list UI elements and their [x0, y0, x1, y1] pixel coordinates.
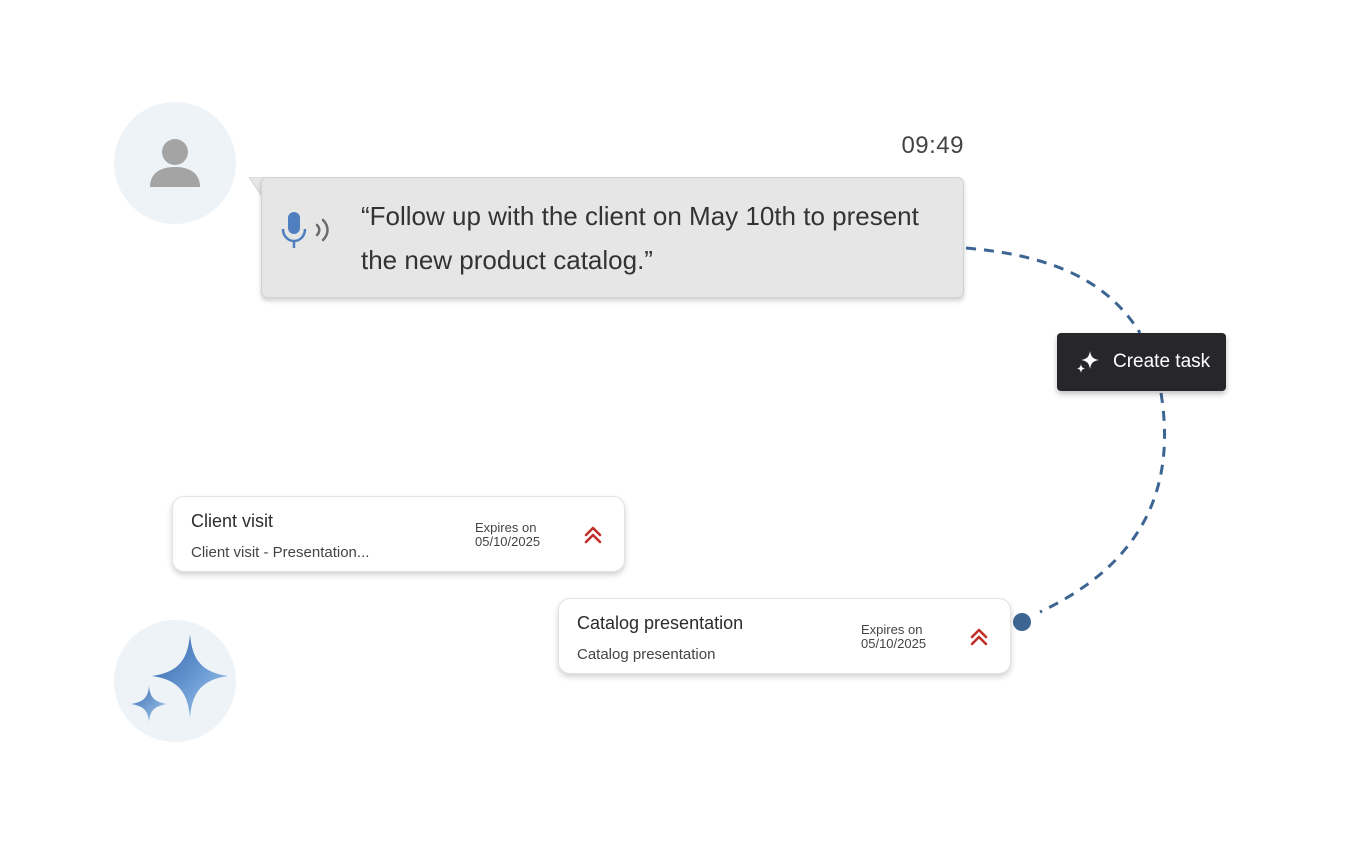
- expires-date: 05/10/2025: [475, 534, 541, 549]
- task-title: Client visit: [191, 511, 274, 531]
- sparkle-icon: [1077, 351, 1099, 373]
- create-task-button[interactable]: Create task: [1057, 333, 1226, 391]
- expires-date: 05/10/2025: [861, 636, 927, 651]
- task-expiry: Expires on 05/10/2025: [475, 521, 540, 549]
- create-task-label: Create task: [1113, 351, 1211, 372]
- microphone-icon: [281, 212, 307, 248]
- expires-label: Expires on: [861, 622, 923, 637]
- double-chevron-up-icon: [584, 526, 602, 544]
- task-card-client-visit[interactable]: Client visit Client visit - Presentation…: [172, 496, 625, 572]
- voice-indicator: [280, 210, 334, 250]
- task-expiry: Expires on 05/10/2025: [861, 623, 926, 651]
- ai-assistant-avatar: [114, 620, 236, 742]
- user-avatar: [114, 102, 236, 224]
- voice-message-text: “Follow up with the client on May 10th t…: [361, 201, 919, 275]
- sound-waves-icon: [315, 218, 329, 242]
- task-title: Catalog presentation: [577, 613, 744, 633]
- ai-sparkle-icon: [131, 634, 228, 722]
- task-card-catalog-presentation[interactable]: Catalog presentation Catalog presentatio…: [558, 598, 1011, 674]
- task-subtitle: Client visit - Presentation...: [191, 544, 370, 561]
- double-chevron-up-icon: [970, 628, 988, 646]
- task-subtitle: Catalog presentation: [577, 646, 716, 663]
- user-icon: [150, 139, 200, 187]
- voice-message-bubble: “Follow up with the client on May 10th t…: [261, 177, 964, 298]
- connector-endpoint: [1013, 613, 1031, 631]
- expires-label: Expires on: [475, 520, 537, 535]
- message-timestamp: 09:49: [901, 132, 964, 159]
